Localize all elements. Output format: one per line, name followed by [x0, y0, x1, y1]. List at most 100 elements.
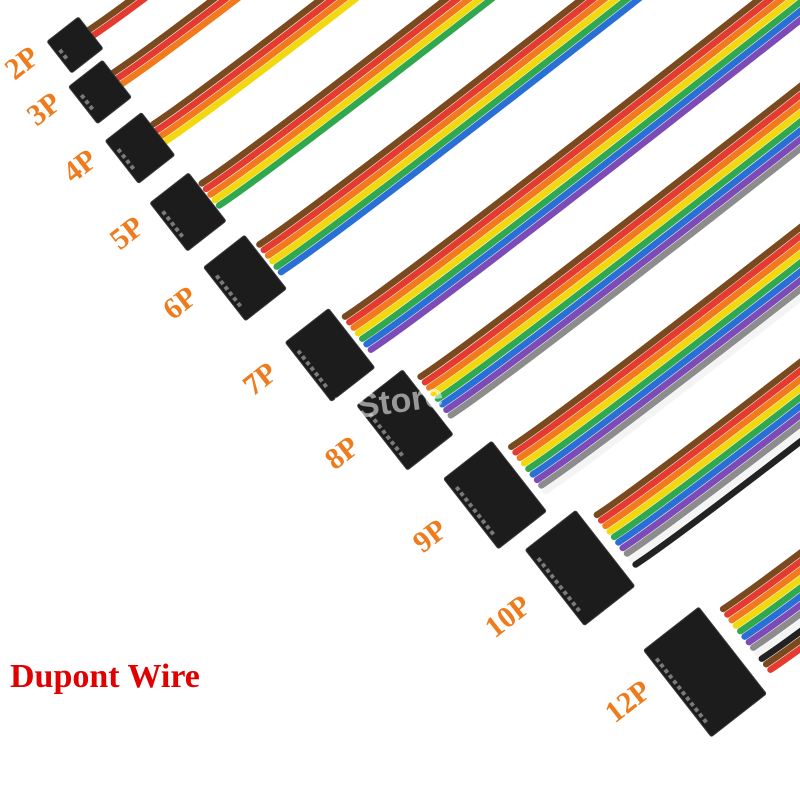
wire-strand [264, 0, 609, 259]
wire-strand [724, 557, 800, 618]
wire-strand [623, 420, 800, 557]
connector-housing [68, 60, 132, 124]
wire-strand [434, 117, 800, 402]
wire-strand [628, 428, 800, 563]
pin-hole [219, 279, 225, 286]
pin-hole [318, 377, 324, 383]
connector-6p [203, 235, 287, 321]
pin-hole [120, 153, 127, 160]
pin-hole [300, 355, 307, 361]
wire-strand [533, 276, 800, 484]
wire-strand [732, 575, 800, 629]
wire-strand [118, 0, 242, 88]
pin-hole [558, 584, 564, 591]
wire-strand [426, 100, 800, 391]
connector-5p [150, 173, 226, 251]
pin-hole [178, 232, 185, 238]
pin-hole [549, 573, 556, 580]
pin-hole [571, 601, 577, 607]
wire-strand [346, 0, 775, 326]
pin-hole [689, 701, 695, 708]
cable-bundle-3p [109, 0, 242, 88]
wire-strand [421, 91, 800, 386]
connector-10p [525, 510, 635, 626]
wire-strand [632, 437, 800, 568]
pin-hole [562, 590, 568, 596]
connector-9p [443, 441, 547, 549]
wire-strand [260, 0, 598, 254]
pin-hole [693, 706, 700, 713]
connector-housing [443, 441, 547, 549]
pin-hole [663, 668, 670, 674]
wire-strand [430, 108, 800, 397]
wire-strand [610, 393, 800, 541]
wire-strand [538, 285, 800, 489]
cable-bundle-6p [256, 0, 643, 276]
wire-strand [202, 0, 462, 193]
wire-strand [367, 16, 800, 353]
pin-hole [676, 684, 683, 691]
pin-hole [165, 215, 172, 222]
pin-hole [680, 690, 687, 697]
connector-4p [105, 112, 175, 184]
pin-hole [58, 48, 64, 55]
connector-housing [203, 235, 287, 321]
wire-strand [447, 144, 800, 419]
cable-bundle-5p [198, 0, 496, 209]
wire-strand [525, 258, 800, 473]
wire-strand [350, 0, 786, 331]
wire-strand [88, 0, 149, 40]
pin-hole [702, 718, 708, 724]
wire-strand [520, 250, 800, 467]
wire-strand [719, 549, 800, 613]
pin-hole [566, 595, 573, 602]
cable-bundle-8p [417, 82, 800, 419]
wire-strand [149, 0, 326, 128]
pin-hole [697, 712, 704, 719]
pin-hole [309, 366, 316, 372]
wire-strand [606, 384, 800, 535]
pin-hole [214, 274, 221, 280]
pin-hole [232, 296, 238, 303]
wire-strand [207, 0, 473, 198]
pin-hole [227, 290, 234, 297]
connector-housing [47, 17, 103, 73]
pin-hole [654, 657, 661, 663]
pin-hole [305, 360, 311, 367]
connector-housing [150, 173, 226, 251]
wire-strand [728, 566, 800, 624]
wire-strand [198, 0, 450, 187]
wire-strand [215, 0, 496, 209]
wire-strand [593, 358, 800, 519]
connector-housing [525, 510, 635, 626]
pin-hole [236, 301, 243, 308]
pin-hole [540, 562, 547, 569]
connector-housing [105, 112, 175, 184]
pin-hole [459, 491, 465, 497]
pin-hole [467, 502, 474, 508]
wire-strand [542, 294, 800, 495]
pin-hole [685, 695, 691, 702]
cable-bundle-9p [508, 223, 800, 495]
pin-hole [667, 673, 674, 680]
pin-hole [480, 518, 487, 525]
pin-hole [472, 507, 478, 514]
cable-bundle-12p [719, 549, 800, 673]
pin-hole [476, 513, 483, 520]
pin-hole [536, 556, 543, 563]
pin-hole [489, 529, 495, 536]
connector-3p [68, 60, 132, 124]
pin-hole [672, 679, 678, 686]
pin-hole [161, 210, 167, 216]
pin-hole [322, 382, 329, 389]
cable-bundle-2p [83, 0, 149, 40]
pin-hole [376, 423, 383, 430]
connector-7p [285, 308, 375, 402]
wire-strand [158, 0, 349, 139]
wire-strand [619, 411, 800, 552]
wire-strand [211, 0, 485, 204]
cable-bundle-10p [593, 358, 800, 568]
wire-strand [745, 601, 800, 646]
pin-hole [545, 568, 551, 574]
wire-strand [597, 367, 800, 524]
